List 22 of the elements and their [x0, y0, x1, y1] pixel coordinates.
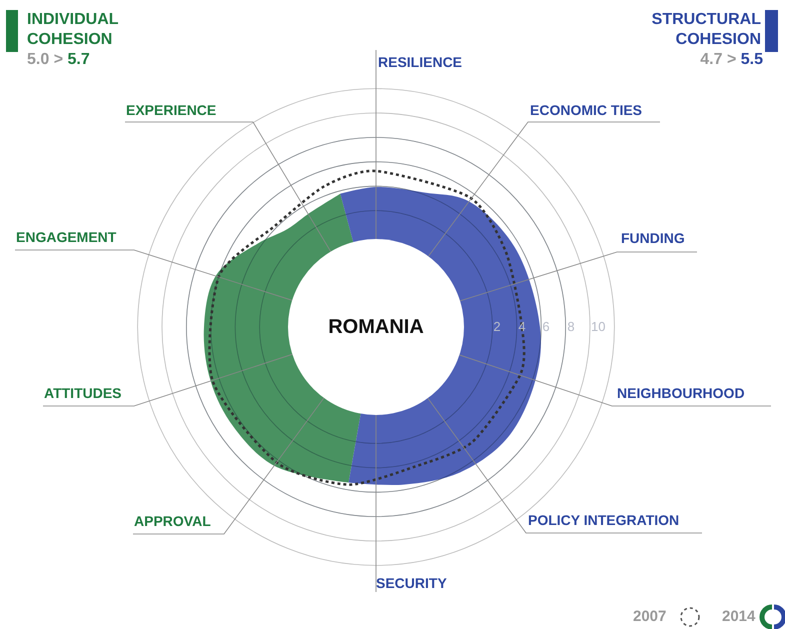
legend-label: STRUCTURAL COHESION [650, 10, 761, 50]
country-name: ROMANIA [328, 316, 424, 338]
axis-label: NEIGHBOURHOOD [617, 384, 745, 402]
legend-label: 2014 [722, 608, 756, 626]
legend-label: INDIVIDUAL COHESION [27, 10, 120, 50]
axis-label: APPROVAL [134, 512, 211, 530]
tick-label: 2 [492, 318, 502, 336]
tick-label: 4 [517, 318, 527, 336]
axis-label: SECURITY [376, 574, 447, 592]
legend-label: 2007 [633, 608, 666, 626]
axis-label: FUNDING [621, 229, 685, 247]
tick-label: 8 [566, 318, 576, 336]
axis-label: EXPERIENCE [126, 101, 216, 119]
tick-label: 6 [541, 318, 551, 336]
tick-label: 10 [591, 318, 605, 336]
score-change: 4.7 > 5.5 [700, 51, 763, 69]
axis-label: POLICY INTEGRATION [528, 511, 680, 529]
score-change: 5.0 > 5.7 [27, 51, 90, 69]
axis-label: ATTITUDES [44, 384, 122, 402]
axis-label: ENGAGEMENT [16, 228, 116, 246]
axis-label: ECONOMIC TIES [530, 101, 642, 119]
axis-label: RESILIENCE [378, 53, 462, 71]
